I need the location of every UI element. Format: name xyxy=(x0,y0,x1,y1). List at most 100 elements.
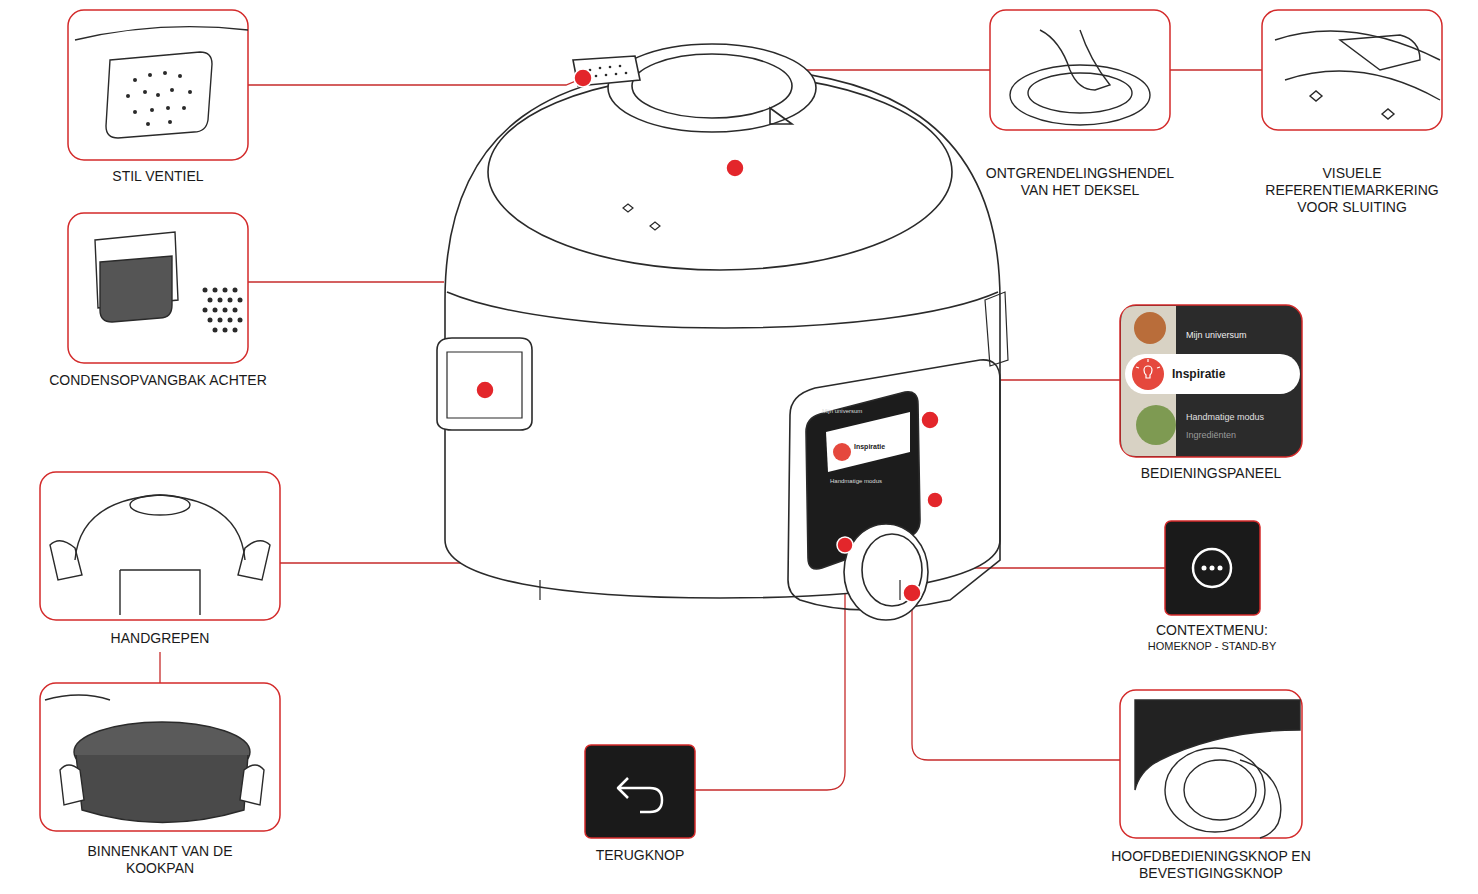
hole xyxy=(133,78,137,82)
bulb-icon xyxy=(1136,359,1160,378)
icon-dot xyxy=(1218,566,1223,571)
hole xyxy=(218,318,223,323)
detail-frame xyxy=(1262,10,1442,130)
mark-detail xyxy=(1275,31,1440,119)
detail-frame xyxy=(68,213,248,363)
valve-holes xyxy=(589,65,628,78)
lid-edge xyxy=(75,27,248,40)
hole xyxy=(223,308,228,313)
multicooker xyxy=(437,44,1008,620)
hole xyxy=(163,71,167,75)
icon-tile xyxy=(1165,521,1260,615)
icon-dot xyxy=(1202,566,1207,571)
back-button-icon xyxy=(585,745,695,838)
handle xyxy=(437,338,532,430)
leader-line xyxy=(248,281,444,282)
hole xyxy=(213,328,218,333)
part-label: HOOFDBEDIENINGSKNOP EN BEVESTIGINGSKNOP xyxy=(1091,848,1331,882)
part-label: HOMEKNOP - STAND-BY xyxy=(1102,640,1322,653)
hole xyxy=(228,298,233,303)
callout-dots xyxy=(476,69,943,602)
detail-frame xyxy=(1120,690,1302,838)
hole xyxy=(146,122,150,126)
inner-pan xyxy=(76,755,248,823)
knob-detail xyxy=(1135,700,1300,838)
part-label: BEDIENINGSPANEEL xyxy=(1101,465,1321,482)
part-label: TERUGKNOP xyxy=(540,847,740,864)
hole xyxy=(233,308,238,313)
panel-frame xyxy=(1120,305,1302,457)
hole xyxy=(170,88,174,92)
screen-text: Handmatige modus xyxy=(830,478,910,485)
hole xyxy=(609,66,612,69)
valve-ring xyxy=(1010,65,1150,125)
leader-line xyxy=(912,593,1120,760)
knob xyxy=(1184,760,1256,820)
closing-marks xyxy=(623,204,660,230)
callout-dot xyxy=(921,411,939,429)
part-label: ONTGRENDELINGSHENDEL VAN HET DEKSEL xyxy=(980,165,1180,199)
control-bezel xyxy=(788,360,1000,610)
hole xyxy=(238,298,243,303)
icon-tile xyxy=(585,745,695,838)
lever-tab xyxy=(1340,35,1420,70)
detail-frames xyxy=(40,10,1442,838)
valve-ring xyxy=(1028,73,1132,113)
food-bowl xyxy=(1134,312,1166,344)
condensation-tray xyxy=(100,256,172,322)
menu-pill xyxy=(1125,354,1300,394)
knob-outer xyxy=(1165,748,1265,832)
valve-detail xyxy=(75,27,248,138)
hole xyxy=(213,308,218,313)
part-label: STIL VENTIEL xyxy=(48,168,268,185)
pan-detail xyxy=(45,695,264,823)
part-label: BINNENKANT VAN DE KOOKPAN xyxy=(65,843,255,877)
hand xyxy=(1240,760,1281,838)
hole xyxy=(203,308,208,313)
silent-valve xyxy=(573,56,640,86)
screen-text: Ingrediënten xyxy=(1186,430,1296,441)
food-bowl xyxy=(1136,405,1176,445)
hole xyxy=(605,74,608,77)
callout-dot xyxy=(903,584,921,602)
hole xyxy=(178,74,182,78)
icon-circle xyxy=(1193,549,1231,587)
handles-detail xyxy=(50,495,270,615)
small-screen-pill xyxy=(826,412,910,472)
hole xyxy=(168,120,172,124)
hole xyxy=(228,318,233,323)
hole xyxy=(188,90,192,94)
lever-detail xyxy=(1010,30,1150,125)
callout-dot xyxy=(837,537,853,553)
hole xyxy=(619,65,622,68)
closing-marks xyxy=(1310,91,1394,119)
vent-holes xyxy=(203,288,243,333)
screen-corner xyxy=(1135,700,1300,790)
part-label: VISUELE REFERENTIEMARKERING VOOR SLUITIN… xyxy=(1252,165,1452,215)
hole xyxy=(150,108,154,112)
hands xyxy=(50,541,270,580)
menu-icon xyxy=(1132,358,1164,390)
hole xyxy=(599,67,602,70)
callout-dot xyxy=(476,381,494,399)
tray xyxy=(120,570,200,615)
hole xyxy=(595,75,598,78)
leader-line xyxy=(1170,69,1262,70)
hole xyxy=(126,94,130,98)
valve-ring xyxy=(632,54,792,118)
screen-text: Handmatige modus xyxy=(1186,412,1296,423)
hole xyxy=(148,73,152,77)
hole xyxy=(213,288,218,293)
condensation-detail xyxy=(95,232,243,333)
callout-dot xyxy=(927,492,943,508)
detail-frame xyxy=(68,10,248,160)
hole xyxy=(182,106,186,110)
hole xyxy=(143,90,147,94)
screen-text: Inspiratie xyxy=(854,443,914,451)
main-knob xyxy=(862,534,922,606)
screen-text: Inspiratie xyxy=(1172,367,1282,381)
detail-frame xyxy=(990,10,1170,130)
